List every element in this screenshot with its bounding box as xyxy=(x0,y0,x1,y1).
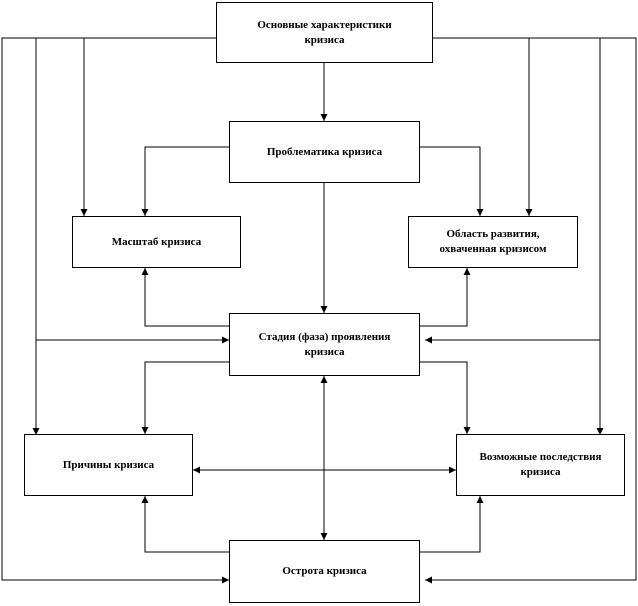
arrow-stage-scale xyxy=(141,268,229,327)
main-characteristics-box: Основные характеристики кризиса xyxy=(216,2,433,63)
arrow-severity-causes xyxy=(141,496,229,553)
arrow-severity-consequences xyxy=(420,496,484,553)
arrow-problem-area xyxy=(420,146,484,216)
arrow-stage-causes xyxy=(141,361,229,434)
arrow-stage-consequences xyxy=(420,361,471,434)
scale-box: Масштаб кризиса xyxy=(72,216,241,268)
consequences-box: Возможные последствия кризиса xyxy=(456,434,625,496)
area-box: Область развития, охваченная кризисом xyxy=(408,216,578,268)
arrow-stage-area xyxy=(420,268,471,327)
arrow-problem-scale xyxy=(141,146,229,216)
outer-frame-line xyxy=(1,37,229,584)
problem-box: Проблематика кризиса xyxy=(229,121,420,183)
outer-frame-line-right xyxy=(425,37,637,584)
causes-box: Причины кризиса xyxy=(24,434,193,496)
stage-box: Стадия (фаза) проявления кризиса xyxy=(229,313,420,376)
severity-box: Острота кризиса xyxy=(229,540,420,603)
